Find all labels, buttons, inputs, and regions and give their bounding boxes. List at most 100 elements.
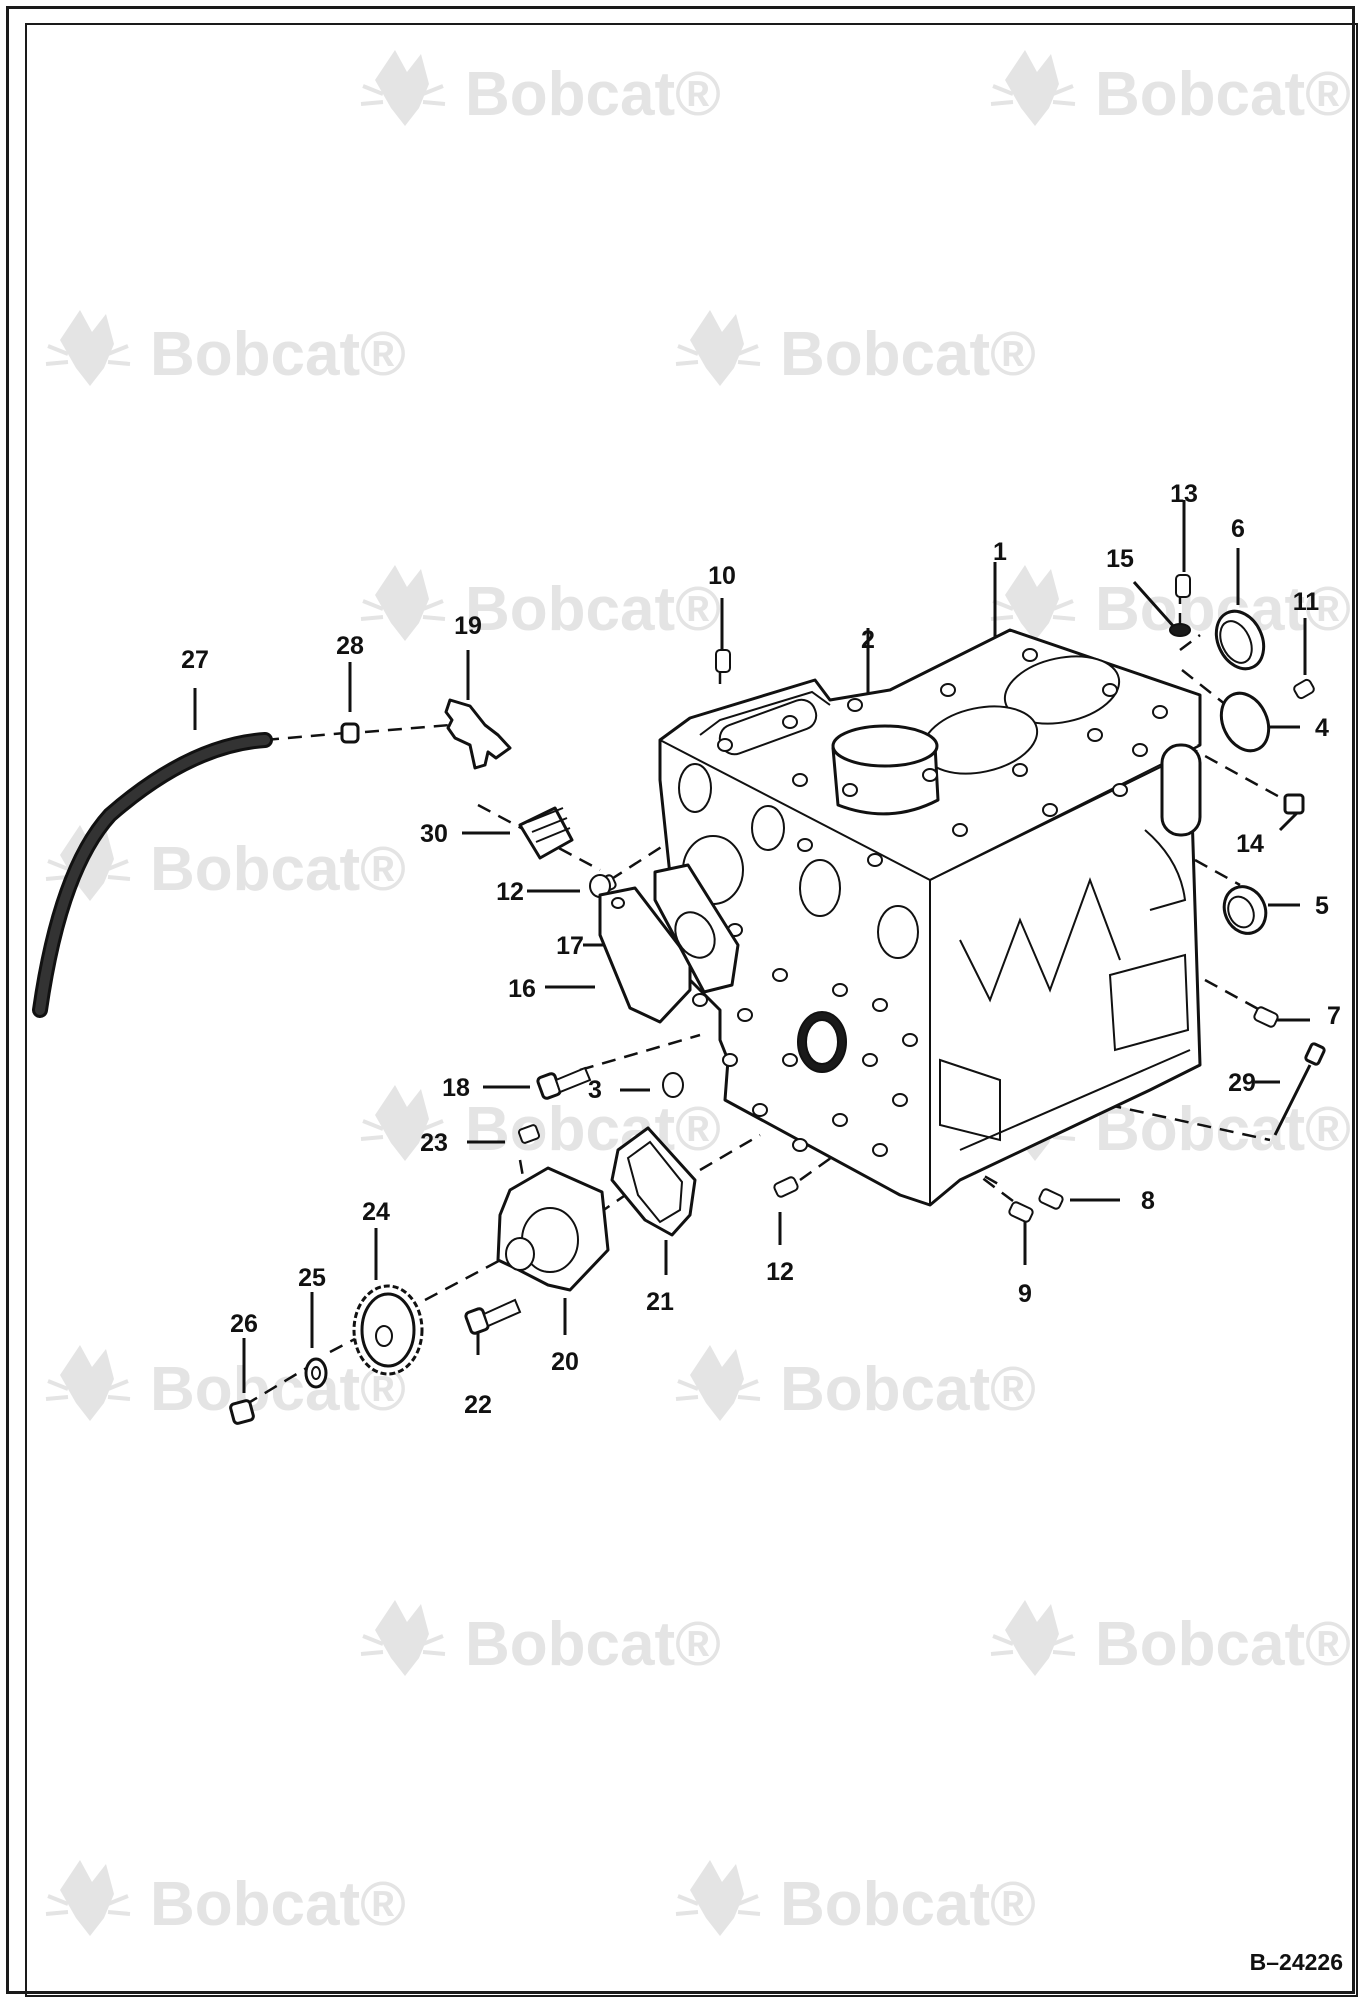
block-bolt-hole <box>862 1053 878 1067</box>
block-bolt-hole <box>1087 728 1103 742</box>
block-bolt-hole <box>1012 763 1028 777</box>
block-bolt-hole <box>940 683 956 697</box>
bobcat-logo-icon <box>359 563 447 643</box>
bobcat-watermark-text: Bobcat® <box>150 835 406 904</box>
block-bolt-hole <box>1112 783 1128 797</box>
callout-4: 4 <box>1315 714 1329 742</box>
watermark-layer: Bobcat® Bobcat® Bobcat® Bobcat® Bobcat® Bobca… <box>44 48 1351 1939</box>
bobcat-logo-icon <box>674 1858 762 1938</box>
block-bolt-hole <box>752 1103 768 1117</box>
bolt-18 <box>536 1066 592 1100</box>
block-bolt-hole <box>692 993 708 1007</box>
block-bolt-hole <box>772 968 788 982</box>
callout-16: 16 <box>508 975 536 1003</box>
bobcat-logo-icon <box>674 1343 762 1423</box>
callout-12b: 12 <box>766 1258 794 1286</box>
callout-11: 11 <box>1293 588 1320 616</box>
callout-19: 19 <box>454 612 482 640</box>
block-bolt-hole <box>842 783 858 797</box>
bobcat-watermark-text: Bobcat® <box>150 1355 406 1424</box>
callout-26: 26 <box>230 1310 258 1338</box>
callout-28: 28 <box>336 632 364 660</box>
bobcat-logo-icon <box>359 48 447 128</box>
block-bolt-hole <box>892 1093 908 1107</box>
block-bolt-hole <box>782 1053 798 1067</box>
block-bolt-hole <box>722 1053 738 1067</box>
oil-pump <box>464 1124 697 1335</box>
bobcat-logo-icon <box>44 1858 132 1938</box>
block-bolt-hole <box>872 1143 888 1157</box>
callout-30: 30 <box>420 820 448 848</box>
bobcat-watermark-text: Bobcat® <box>780 320 1036 389</box>
bobcat-watermark-11: Bobcat® <box>44 1343 406 1424</box>
bobcat-watermark-text: Bobcat® <box>465 60 721 129</box>
callout-22: 22 <box>464 1391 492 1419</box>
pipe-assembly <box>32 698 611 1018</box>
callout-21: 21 <box>646 1288 674 1316</box>
bobcat-watermark-text: Bobcat® <box>1095 60 1351 129</box>
bobcat-watermark-text: Bobcat® <box>465 575 721 644</box>
callout-17: 17 <box>556 932 584 960</box>
bobcat-watermark-text: Bobcat® <box>780 1355 1036 1424</box>
bobcat-watermark-14: Bobcat® <box>989 1598 1351 1679</box>
block-bolt-hole <box>737 1008 753 1022</box>
side-cover <box>598 863 740 1024</box>
block-bolt-hole <box>1132 743 1148 757</box>
callout-27: 27 <box>181 646 209 674</box>
callout-2: 2 <box>861 626 875 654</box>
callout-20: 20 <box>551 1348 579 1376</box>
callout-29: 29 <box>1228 1069 1256 1097</box>
bobcat-watermark-13: Bobcat® <box>359 1598 721 1679</box>
callout-23: 23 <box>420 1129 448 1157</box>
bobcat-logo-icon <box>44 308 132 388</box>
block-bolt-hole <box>832 983 848 997</box>
bobcat-logo-icon <box>44 1343 132 1423</box>
bobcat-logo-icon <box>359 1598 447 1678</box>
bobcat-watermark-9: Bobcat® <box>359 1083 721 1164</box>
block-bolt-hole <box>792 1138 808 1152</box>
callout-18: 18 <box>442 1074 470 1102</box>
callout-7: 7 <box>1327 1002 1341 1030</box>
callout-6: 6 <box>1231 515 1245 543</box>
callout-9: 9 <box>1018 1280 1032 1308</box>
bobcat-watermark-15: Bobcat® <box>44 1858 406 1939</box>
bobcat-watermark-text: Bobcat® <box>150 320 406 389</box>
block-bolt-hole <box>902 1033 918 1047</box>
block-bolt-hole <box>1152 705 1168 719</box>
bobcat-logo-icon <box>989 1598 1077 1678</box>
callout-12a: 12 <box>496 878 524 906</box>
bobcat-watermark-4: Bobcat® <box>674 308 1036 389</box>
block-holes <box>692 648 1168 1157</box>
callout-1: 1 <box>993 538 1007 566</box>
callout-14: 14 <box>1236 830 1264 858</box>
block-bolt-hole <box>1022 648 1038 662</box>
bobcat-watermark-5: Bobcat® <box>359 563 721 644</box>
block-bolt-hole <box>952 823 968 837</box>
callout-10: 10 <box>708 562 736 590</box>
oil-seals <box>1214 609 1271 935</box>
block-bolt-hole <box>792 773 808 787</box>
callout-3: 3 <box>588 1076 602 1104</box>
bobcat-watermark-text: Bobcat® <box>1095 1610 1351 1679</box>
block-bolt-hole <box>797 838 813 852</box>
bobcat-watermark-16: Bobcat® <box>674 1858 1036 1939</box>
bobcat-watermark-text: Bobcat® <box>465 1610 721 1679</box>
callout-13: 13 <box>1170 480 1198 508</box>
block-bolt-hole <box>847 698 863 712</box>
block-bolt-hole <box>1042 803 1058 817</box>
callout-5: 5 <box>1315 892 1329 920</box>
bobcat-logo-icon <box>674 308 762 388</box>
figure-id: B–24226 <box>1250 1949 1343 1975</box>
bobcat-watermark-2: Bobcat® <box>989 48 1351 129</box>
pump-gear <box>229 1284 424 1425</box>
block-bolt-hole <box>867 853 883 867</box>
block-bolt-hole <box>782 715 798 729</box>
callout-25: 25 <box>298 1264 326 1292</box>
bobcat-logo-icon <box>989 563 1077 643</box>
bobcat-watermark-12: Bobcat® <box>674 1343 1036 1424</box>
callout-8: 8 <box>1141 1187 1155 1215</box>
block-bolt-hole <box>1102 683 1118 697</box>
bobcat-logo-icon <box>989 48 1077 128</box>
bobcat-watermark-text: Bobcat® <box>150 1870 406 1939</box>
